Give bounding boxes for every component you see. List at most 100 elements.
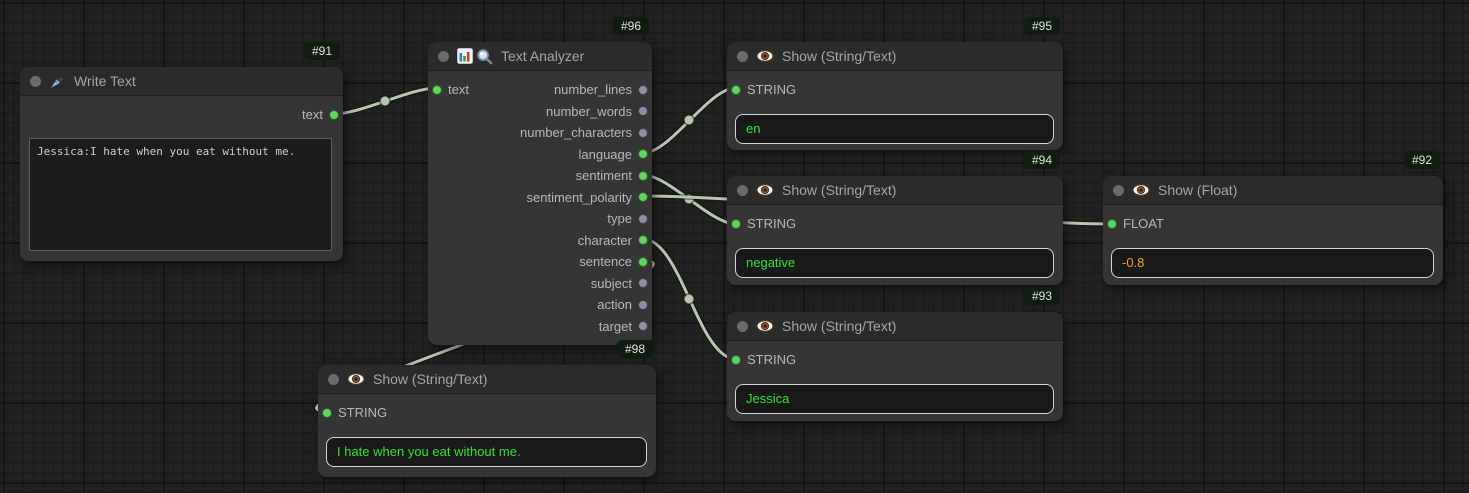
node-text-analyzer[interactable]: #96 Text Analyzer text number_lines <box>428 17 652 345</box>
input-label: STRING <box>747 216 797 232</box>
output-row: character <box>428 230 652 252</box>
node-title: Show (String/Text) <box>782 48 897 64</box>
input-row: STRING <box>727 79 1063 101</box>
text-input-widget[interactable]: Jessica:I hate when you eat without me. <box>29 137 332 251</box>
output-label: number_lines <box>553 82 632 98</box>
display-value-box: en <box>735 113 1054 144</box>
output-port-character[interactable] <box>638 235 648 246</box>
output-row: action <box>428 294 652 316</box>
output-row: number_characters <box>428 122 652 144</box>
node-show-character[interactable]: #93 Show (String/Text) STRING Jessica <box>727 287 1063 421</box>
input-label: STRING <box>747 352 797 368</box>
input-port-float[interactable] <box>1107 218 1117 229</box>
node-id-badge: #98 <box>616 340 653 358</box>
input-port-string[interactable] <box>731 84 741 95</box>
node-show-float[interactable]: #92 Show (Float) FLOAT -0.8 <box>1103 151 1443 285</box>
node-title: Text Analyzer <box>501 48 585 64</box>
input-label: text <box>448 82 469 98</box>
input-label: FLOAT <box>1123 216 1164 232</box>
title-icons <box>457 48 493 65</box>
output-port-sentiment-polarity[interactable] <box>638 192 648 203</box>
node-write-text[interactable]: #91 Write Text text Jessica:I hate when … <box>20 42 343 261</box>
output-port-action[interactable] <box>638 299 648 310</box>
collapse-dot[interactable] <box>737 50 748 62</box>
node-title: Show (String/Text) <box>782 182 897 198</box>
input-port-string[interactable] <box>731 218 741 229</box>
node-show-sentence[interactable]: #98 Show (String/Text) STRING I hate whe… <box>318 340 656 477</box>
node-id-badge: #92 <box>1403 151 1440 169</box>
output-row: subject <box>428 273 652 295</box>
output-row: target <box>428 316 652 338</box>
display-value-box: negative <box>735 247 1054 278</box>
node-show-language[interactable]: #95 Show (String/Text) STRING en <box>727 17 1063 150</box>
output-label: sentiment <box>575 168 632 184</box>
collapse-dot[interactable] <box>1113 184 1124 196</box>
input-row: STRING <box>727 349 1063 371</box>
input-port-string[interactable] <box>731 354 741 365</box>
input-row: STRING <box>727 213 1063 235</box>
io-row: text number_lines <box>428 79 652 101</box>
collapse-dot[interactable] <box>328 373 339 385</box>
node-titlebar[interactable]: Show (String/Text) <box>727 312 1063 341</box>
output-label: subject <box>590 275 632 291</box>
node-show-sentiment[interactable]: #94 Show (String/Text) STRING negative <box>727 151 1063 285</box>
output-port-sentiment[interactable] <box>638 170 648 181</box>
node-id-badge: #96 <box>612 17 649 35</box>
output-port-target[interactable] <box>638 321 648 332</box>
input-port-string[interactable] <box>322 407 332 418</box>
collapse-dot[interactable] <box>737 320 748 332</box>
output-port-number-characters[interactable] <box>638 127 648 138</box>
input-row: FLOAT <box>1103 213 1443 235</box>
input-port-text[interactable] <box>432 84 442 95</box>
display-value-box: I hate when you eat without me. <box>326 436 647 467</box>
output-label: text <box>302 107 323 123</box>
node-titlebar[interactable]: Write Text <box>20 67 343 96</box>
collapse-dot[interactable] <box>30 75 41 87</box>
fountain-pen-icon <box>49 73 66 90</box>
output-port-sentence[interactable] <box>638 256 648 267</box>
node-titlebar[interactable]: Show (Float) <box>1103 176 1443 205</box>
node-title: Write Text <box>74 73 136 89</box>
output-label: type <box>607 211 632 227</box>
output-row: language <box>428 144 652 166</box>
wire-character-to-show93 <box>642 236 737 362</box>
output-label: sentence <box>579 254 632 270</box>
input-label: STRING <box>747 82 797 98</box>
eye-icon <box>347 372 365 386</box>
collapse-dot[interactable] <box>438 50 449 62</box>
node-titlebar[interactable]: Show (String/Text) <box>727 42 1063 71</box>
display-value-box: -0.8 <box>1111 247 1434 278</box>
output-label: action <box>597 297 632 313</box>
output-row: sentence <box>428 251 652 273</box>
node-titlebar[interactable]: Show (String/Text) <box>318 365 656 394</box>
output-label: character <box>577 232 632 248</box>
wire-writetext-to-analyzer <box>333 85 438 117</box>
node-titlebar[interactable]: Text Analyzer <box>428 42 652 71</box>
node-id-badge: #95 <box>1023 17 1060 35</box>
output-port-text[interactable] <box>329 109 339 120</box>
output-port-subject[interactable] <box>638 278 648 289</box>
input-label: STRING <box>338 405 388 421</box>
node-id-badge: #94 <box>1023 151 1060 169</box>
node-title: Show (String/Text) <box>782 318 897 334</box>
magnifier-icon <box>477 48 493 64</box>
output-label: language <box>578 146 633 162</box>
eye-icon <box>1132 183 1150 197</box>
node-id-badge: #93 <box>1023 287 1060 305</box>
collapse-dot[interactable] <box>737 184 748 196</box>
output-row: type <box>428 208 652 230</box>
output-port-language[interactable] <box>638 149 648 160</box>
output-label: number_words <box>546 103 632 119</box>
output-port-number-lines[interactable] <box>638 84 648 95</box>
output-port-type[interactable] <box>638 213 648 224</box>
output-row: sentiment_polarity <box>428 187 652 209</box>
node-id-badge: #91 <box>303 42 340 60</box>
node-titlebar[interactable]: Show (String/Text) <box>727 176 1063 205</box>
output-port-number-words[interactable] <box>638 106 648 117</box>
node-title: Show (Float) <box>1158 182 1238 198</box>
output-label: number_characters <box>520 125 632 141</box>
input-row: STRING <box>318 402 656 424</box>
display-value-box: Jessica <box>735 383 1054 414</box>
wire-language-to-show95 <box>642 85 737 156</box>
